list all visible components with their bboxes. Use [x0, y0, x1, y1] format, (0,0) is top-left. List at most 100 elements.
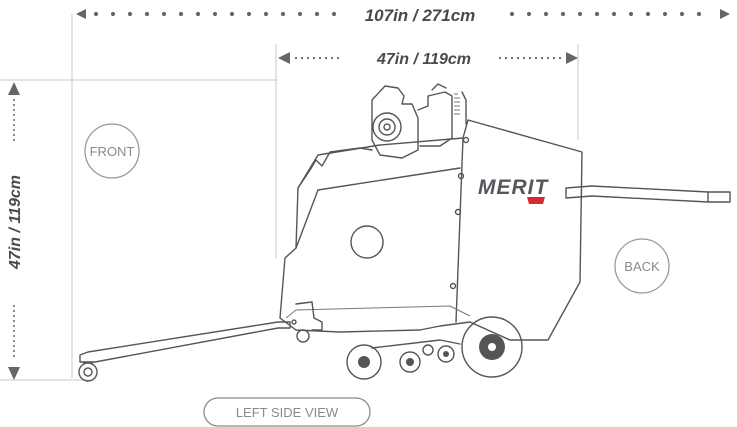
leader-dot: [13, 109, 15, 111]
arrow-down-icon: [8, 367, 20, 380]
leader-dot: [552, 56, 556, 60]
engine-housing: [417, 91, 453, 147]
arrow-right-icon: [566, 52, 578, 64]
leader-dot: [212, 11, 218, 17]
rear-wheel: [461, 316, 523, 378]
front-circle: [84, 123, 140, 179]
brand-logo: MERIT: [478, 176, 550, 199]
leader-dot: [178, 11, 184, 17]
leader-dot: [13, 355, 15, 357]
blade-guard-top-edge: [317, 167, 461, 191]
bolt: [449, 282, 457, 290]
leader-dot: [13, 99, 15, 101]
leader-dot: [306, 56, 310, 60]
body-length-dimension: 47in / 119cm: [278, 51, 578, 68]
leader-dot: [93, 11, 99, 17]
leader-dot: [144, 11, 150, 17]
back-label: BACK: [624, 259, 660, 274]
leader-dot: [13, 139, 15, 141]
leader-dot: [336, 56, 340, 60]
arrow-up-icon: [8, 82, 20, 95]
back-badge: BACK: [614, 238, 670, 294]
height-label: 47in / 119cm: [7, 175, 24, 270]
arrow-left-icon: [278, 52, 290, 64]
front-caster-wheel: [78, 362, 98, 382]
panel-divider: [455, 137, 464, 323]
leader-dot: [522, 56, 526, 60]
leader-dot: [13, 320, 15, 322]
leader-dot: [498, 56, 502, 60]
leader-dot: [13, 114, 15, 116]
leader-dot: [297, 11, 303, 17]
saw-machine-illustration: MERIT: [78, 83, 731, 382]
leader-dot: [110, 11, 116, 17]
engine-flywheel: [372, 112, 402, 142]
bolt: [462, 136, 470, 144]
front-badge: FRONT: [84, 123, 140, 179]
leader-dot: [13, 340, 15, 342]
bolt: [457, 172, 465, 180]
cooling-fins: [454, 93, 460, 115]
leader-dot: [679, 11, 685, 17]
leader-dot: [318, 56, 322, 60]
leader-dot: [13, 325, 15, 327]
wheel-linkage: [371, 339, 461, 349]
leader-dot: [13, 134, 15, 136]
depth-gauge: [295, 301, 323, 331]
view-label: LEFT SIDE VIEW: [236, 405, 339, 420]
leader-dot: [504, 56, 508, 60]
view-label-badge: LEFT SIDE VIEW: [203, 397, 371, 427]
front-label: FRONT: [90, 144, 135, 159]
leader-dot: [324, 56, 328, 60]
engine-block: [371, 85, 419, 159]
leader-dot: [263, 11, 269, 17]
leader-dot: [312, 56, 316, 60]
leader-dot: [516, 56, 520, 60]
leader-dot: [13, 129, 15, 131]
leader-dot: [280, 11, 286, 17]
leader-dot: [330, 56, 334, 60]
leader-dot: [13, 350, 15, 352]
leader-dot: [161, 11, 167, 17]
leader-dot: [229, 11, 235, 17]
middle-wheel: [346, 344, 382, 380]
leader-dot: [534, 56, 538, 60]
lower-chassis-line: [285, 305, 471, 319]
machine-body: [279, 119, 583, 341]
overall-length-dimension: 107in / 271cm: [76, 6, 730, 25]
leader-dot: [13, 124, 15, 126]
leader-dot: [510, 56, 514, 60]
leader-dot: [528, 56, 532, 60]
leader-dot: [628, 11, 634, 17]
leader-dot: [540, 56, 544, 60]
leader-dot: [558, 56, 562, 60]
leader-dot: [645, 11, 651, 17]
leader-dot: [13, 104, 15, 106]
leader-dot: [13, 315, 15, 317]
leader-dot: [13, 345, 15, 347]
upper-shroud: [297, 147, 373, 189]
leader-dot: [577, 11, 583, 17]
leader-dot: [546, 56, 550, 60]
leader-dot: [662, 11, 668, 17]
leader-dot: [331, 11, 337, 17]
leader-dot: [13, 305, 15, 307]
leader-dot: [13, 310, 15, 312]
leader-dot: [611, 11, 617, 17]
body-length-label: 47in / 119cm: [376, 51, 471, 68]
leader-dot: [195, 11, 201, 17]
leader-dot: [543, 11, 549, 17]
front-guide-arm: [79, 321, 291, 363]
leader-dot: [314, 11, 320, 17]
fuel-cap: [431, 83, 447, 91]
rear-handle: [565, 185, 731, 203]
leader-dot: [594, 11, 600, 17]
leader-dot: [509, 11, 515, 17]
overall-length-label: 107in / 271cm: [365, 6, 476, 25]
leader-dot: [526, 11, 532, 17]
blade-hub: [350, 225, 384, 259]
back-circle: [614, 238, 670, 294]
brand-accent-icon: [527, 197, 545, 204]
leader-dot: [300, 56, 304, 60]
